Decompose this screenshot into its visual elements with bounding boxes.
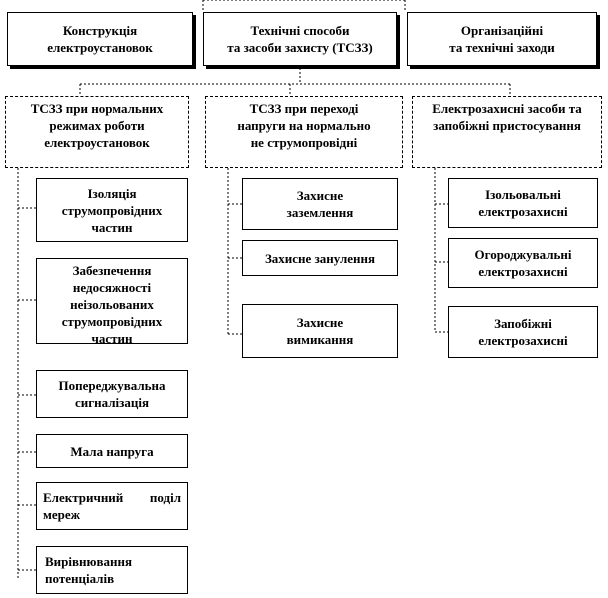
category-protective-means: Електрозахисні засоби та запобіжні прист… bbox=[412, 96, 602, 168]
col3-item-insulating-line2: електрозахисні bbox=[478, 204, 568, 219]
col3-item-insulating: Ізольовальні електрозахисні bbox=[448, 178, 598, 228]
top-box-construction: Конструкція електроустановок bbox=[7, 12, 193, 66]
category-normal-modes-line3: електроустановок bbox=[44, 135, 150, 150]
col1-item-inaccessibility: Забезпечення недосяжності неізольованих … bbox=[36, 258, 188, 344]
top-box-construction-line1: Конструкція bbox=[62, 23, 138, 38]
col1-item-insulation-line2: струмопровідних bbox=[61, 202, 163, 218]
col3-item-fencing: Огороджувальні електрозахисні bbox=[448, 238, 598, 288]
col1-item-low-voltage-line1: Мала напруга bbox=[70, 443, 154, 459]
col1-item-insulation: Ізоляція струмопровідних частин bbox=[36, 178, 188, 242]
col2-item-protective-disconnection: Захисне вимикання bbox=[242, 304, 398, 358]
col1-item-potential-equalization-line2: потенціалів bbox=[45, 571, 115, 586]
col1-item-inaccessibility-line5: частин bbox=[91, 331, 133, 344]
col3-item-fencing-line2: електрозахисні bbox=[478, 264, 568, 279]
category-voltage-transition-line3: не струмопровідні bbox=[250, 135, 358, 150]
col2-item-protective-neutralization: Захисне занулення bbox=[242, 240, 398, 276]
col1-item-inaccessibility-line4: струмопровідних bbox=[61, 314, 163, 329]
category-protective-means-line2: запобіжні пристосування bbox=[433, 118, 581, 133]
col1-item-potential-equalization-line1: Вирівнювання bbox=[45, 554, 132, 569]
col1-item-insulation-line3: частин bbox=[91, 219, 133, 235]
col2-item-protective-neutralization-line1: Захисне занулення bbox=[264, 250, 376, 266]
category-protective-means-line1: Електрозахисні засоби та bbox=[432, 101, 582, 116]
col1-item-warning-signaling: Попереджувальна сигналізація bbox=[36, 370, 188, 418]
col1-item-network-separation: Електричний поділ мереж bbox=[36, 482, 188, 530]
col1-item-low-voltage: Мала напруга bbox=[36, 434, 188, 468]
category-normal-modes-line1: ТСЗЗ при нормальних bbox=[30, 101, 164, 116]
col2-item-protective-grounding: Захисне заземлення bbox=[242, 178, 398, 230]
category-voltage-transition-line1: ТСЗЗ при переході bbox=[249, 101, 359, 116]
col2-item-protective-disconnection-line2: вимикання bbox=[286, 332, 354, 347]
col3-item-insulating-line1: Ізольовальні bbox=[485, 187, 561, 202]
col3-item-fencing-line1: Огороджувальні bbox=[474, 247, 572, 262]
col2-item-protective-grounding-line2: заземлення bbox=[286, 205, 354, 220]
col2-item-protective-disconnection-line1: Захисне bbox=[296, 315, 344, 330]
top-box-technical-means: Технічні способи та засоби захисту (ТСЗЗ… bbox=[203, 12, 397, 66]
top-box-technical-means-line1: Технічні способи bbox=[250, 23, 350, 38]
category-voltage-transition-line2: напруги на нормально bbox=[237, 118, 371, 133]
top-box-organizational-line1: Організаційні bbox=[460, 23, 544, 38]
col3-item-safety: Запобіжні електрозахисні bbox=[448, 306, 598, 358]
col1-item-inaccessibility-line3: неізольованих bbox=[70, 297, 154, 312]
col3-item-safety-line1: Запобіжні bbox=[494, 316, 552, 331]
col3-item-safety-line2: електрозахисні bbox=[478, 333, 568, 348]
col1-item-inaccessibility-line2: недосяжності bbox=[72, 280, 152, 295]
col1-item-warning-signaling-line1: Попереджувальна bbox=[58, 378, 166, 393]
top-box-organizational-line2: та технічні заходи bbox=[449, 40, 555, 55]
col1-item-network-separation-line1: Електричний поділ bbox=[43, 490, 181, 505]
col1-item-inaccessibility-line1: Забезпечення bbox=[72, 263, 152, 278]
top-box-construction-line2: електроустановок bbox=[47, 40, 153, 55]
category-normal-modes: ТСЗЗ при нормальних режимах роботи елект… bbox=[5, 96, 189, 168]
category-voltage-transition: ТСЗЗ при переході напруги на нормально н… bbox=[205, 96, 403, 168]
col1-item-warning-signaling-line2: сигналізація bbox=[74, 395, 150, 410]
category-normal-modes-line2: режимах роботи bbox=[49, 118, 145, 133]
col1-item-insulation-line1: Ізоляція bbox=[87, 185, 137, 201]
top-box-organizational: Організаційні та технічні заходи bbox=[407, 12, 597, 66]
col1-item-network-separation-line2: мереж bbox=[43, 507, 81, 522]
col1-item-potential-equalization: Вирівнювання потенціалів bbox=[36, 546, 188, 594]
top-box-technical-means-line2: та засоби захисту (ТСЗЗ) bbox=[227, 40, 373, 55]
col2-item-protective-grounding-line1: Захисне bbox=[296, 188, 344, 203]
